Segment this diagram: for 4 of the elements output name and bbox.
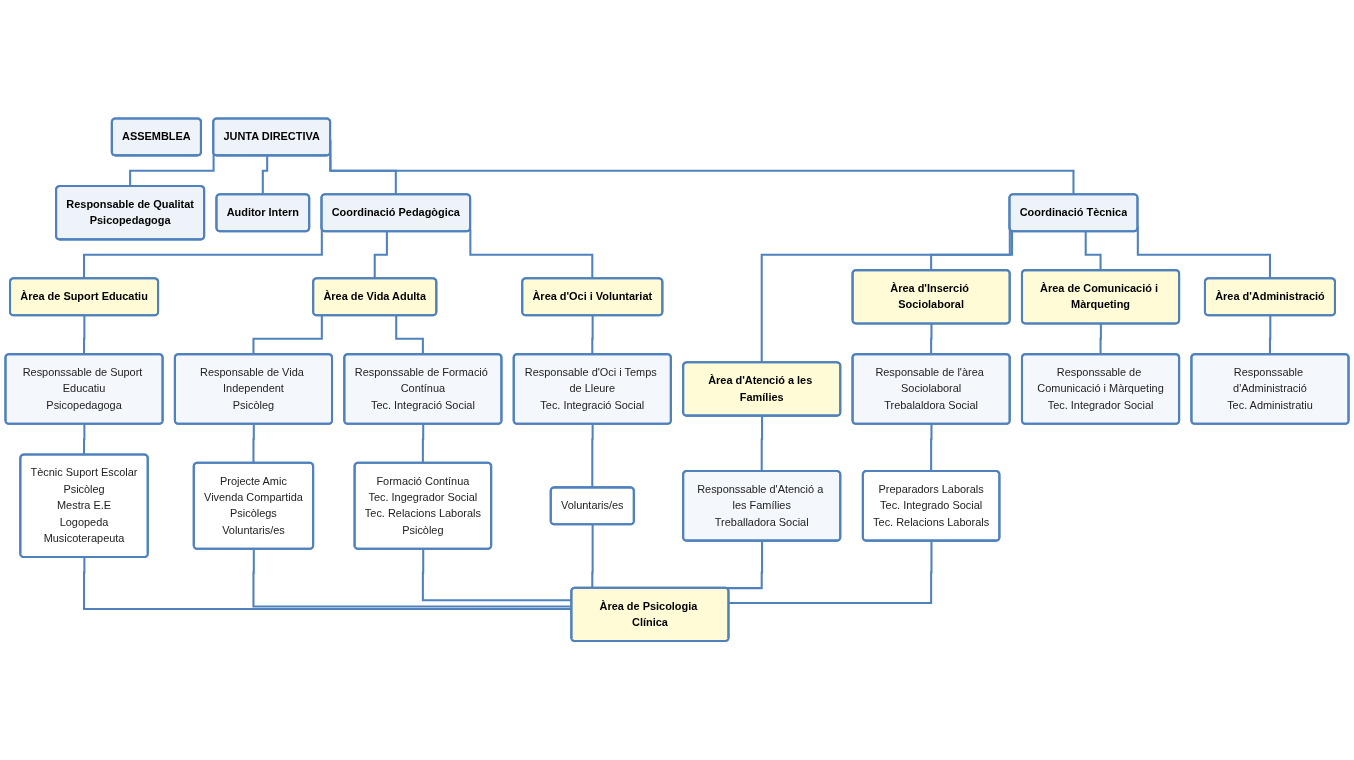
connector — [252, 549, 572, 608]
connector — [728, 541, 933, 605]
connector — [83, 557, 572, 611]
connector — [421, 549, 572, 602]
